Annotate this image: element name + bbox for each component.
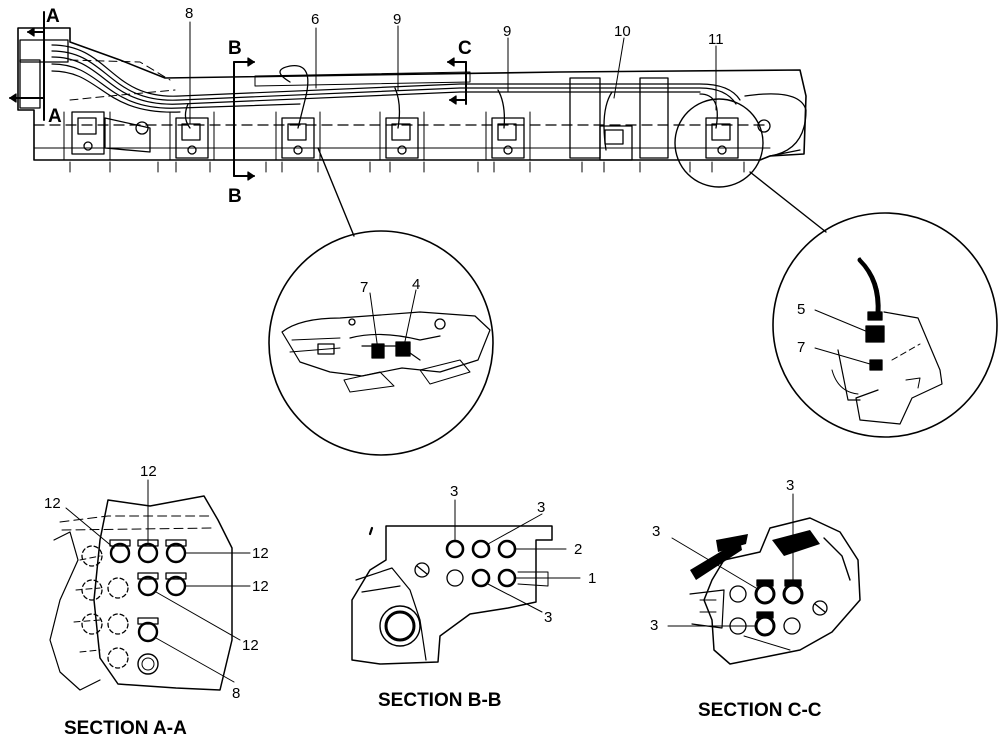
- callout-12-section-a-right-upper: 12: [252, 545, 269, 562]
- callout-12-section-a-middle: 12: [242, 637, 259, 654]
- callout-1-section-b: 1: [588, 570, 596, 587]
- valve-unit-3: [275, 111, 321, 161]
- callout-3-section-b-right: 3: [537, 499, 545, 516]
- callout-5-detail-right: 5: [797, 301, 805, 318]
- callout-12-section-a-top: 12: [140, 463, 157, 480]
- section-a-marker-top: A: [46, 6, 60, 27]
- section-b-marker-bottom: B: [228, 186, 242, 207]
- callout-11-main: 11: [708, 31, 724, 48]
- section-c-c-view: 3 3 3 SECTION C-C: [650, 477, 861, 721]
- callout-3-section-c-lower: 3: [650, 617, 658, 634]
- valve-unit-1: [63, 111, 111, 161]
- section-a-marker-bottom: A: [48, 106, 62, 127]
- valve-unit-2: [169, 111, 215, 161]
- valve-unit-6: [569, 77, 669, 161]
- section-a-title: SECTION A-A: [64, 718, 187, 739]
- main-assembly-view: A A B B C 8 6 9 9 10 11: [9, 5, 807, 207]
- section-a-a-view: 12 12 12 12 12 8 SECTION A-A: [44, 463, 269, 739]
- callout-3-section-b-bottom: 3: [544, 609, 552, 626]
- callout-2-section-b: 2: [574, 541, 582, 558]
- callout-9-main-right: 9: [503, 23, 511, 40]
- valve-unit-4: [379, 111, 425, 161]
- detail-left-leader: [317, 147, 355, 237]
- section-c-marker-top: C: [458, 38, 472, 59]
- callout-12-section-a-right-lower: 12: [252, 578, 269, 595]
- callout-12-section-a-left: 12: [44, 495, 61, 512]
- detail-view-right: 5 7: [772, 212, 998, 438]
- callout-4-detail-left: 4: [412, 276, 420, 293]
- section-b-title: SECTION B-B: [378, 690, 502, 711]
- callout-7-detail-left: 7: [360, 279, 368, 296]
- section-c-title: SECTION C-C: [698, 700, 822, 721]
- callout-8-section-a: 8: [232, 685, 240, 702]
- callout-8-main: 8: [185, 5, 193, 22]
- detail-right-leader: [749, 171, 827, 233]
- callout-3-section-b-left: 3: [450, 483, 458, 500]
- callout-6-main: 6: [311, 11, 319, 28]
- section-b-marker-top: B: [228, 38, 242, 59]
- valve-unit-5: [485, 111, 531, 161]
- callout-9-main-left: 9: [393, 11, 401, 28]
- valve-unit-7: [705, 117, 739, 159]
- detail-view-left: 7 4: [268, 230, 494, 456]
- section-b-b-view: 3 3 2 1 3 SECTION B-B: [351, 483, 596, 711]
- callout-3-section-c-left: 3: [652, 523, 660, 540]
- callout-10-main: 10: [614, 23, 631, 40]
- callout-7-detail-right: 7: [797, 339, 805, 356]
- callout-3-section-c-right: 3: [786, 477, 794, 494]
